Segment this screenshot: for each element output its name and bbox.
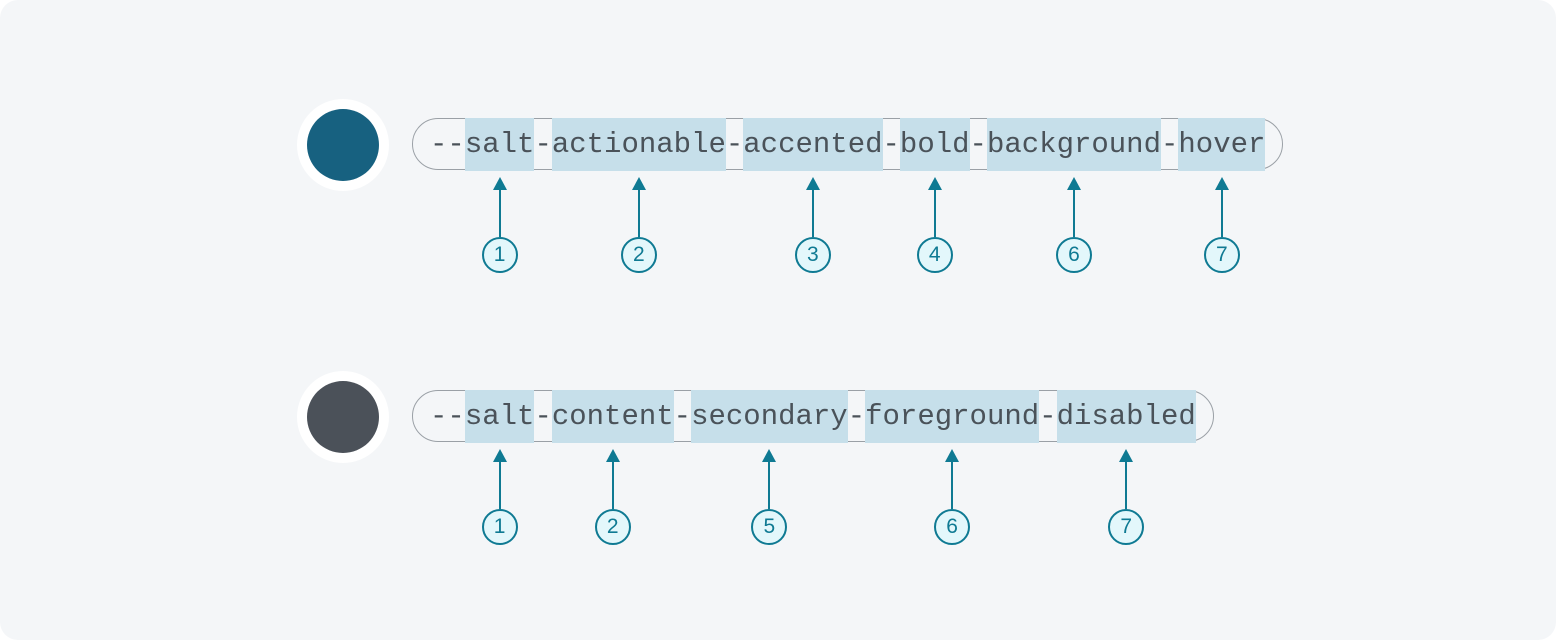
arrow-up-icon bbox=[492, 449, 507, 462]
token-marker-badge-3: 3 bbox=[794, 237, 831, 273]
token-segment-accented: accented bbox=[743, 117, 883, 171]
token-marker-badge-2: 2 bbox=[620, 237, 657, 273]
color-swatch-2 bbox=[307, 381, 379, 453]
token-segment-salt: salt bbox=[464, 389, 535, 443]
token-separator: - bbox=[534, 399, 552, 433]
token-separator: - bbox=[1160, 127, 1179, 161]
arrow-shaft bbox=[498, 458, 501, 509]
token-segment-content: content bbox=[551, 389, 674, 443]
token-marker-badge-7: 7 bbox=[1108, 509, 1145, 545]
arrow-up-icon bbox=[1119, 449, 1134, 462]
color-swatch-ring-1 bbox=[297, 99, 389, 191]
token-separator: -- bbox=[430, 399, 465, 433]
token-segment-hover: hover bbox=[1178, 117, 1266, 171]
token-marker-badge-6: 6 bbox=[1055, 237, 1092, 273]
token-segment-background: background bbox=[986, 117, 1161, 171]
arrow-up-icon bbox=[945, 449, 960, 462]
token-separator: - bbox=[725, 127, 744, 161]
arrow-shaft bbox=[637, 186, 640, 237]
token-separator: - bbox=[882, 127, 900, 161]
arrow-up-icon bbox=[927, 177, 942, 190]
token-separator: - bbox=[1039, 399, 1057, 433]
token-marker-badge-4: 4 bbox=[916, 237, 953, 273]
arrow-shaft bbox=[768, 458, 771, 509]
token-marker-badge-6: 6 bbox=[934, 509, 971, 545]
color-swatch-1 bbox=[307, 109, 379, 181]
arrow-shaft bbox=[611, 458, 614, 509]
arrow-up-icon bbox=[1214, 177, 1229, 190]
token-separator: - bbox=[847, 399, 866, 433]
arrow-shaft bbox=[1125, 458, 1128, 509]
arrow-up-icon bbox=[1066, 177, 1081, 190]
arrow-up-icon bbox=[762, 449, 777, 462]
token-text-2: --salt-content-secondary-foreground-disa… bbox=[412, 389, 1196, 443]
arrow-shaft bbox=[498, 186, 501, 237]
token-separator: - bbox=[969, 127, 987, 161]
token-segment-foreground: foreground bbox=[865, 389, 1040, 443]
token-segment-salt: salt bbox=[464, 117, 535, 171]
token-segment-disabled: disabled bbox=[1056, 389, 1196, 443]
arrow-shaft bbox=[1072, 186, 1075, 237]
token-marker-badge-1: 1 bbox=[481, 509, 518, 545]
token-separator: - bbox=[673, 399, 692, 433]
arrow-up-icon bbox=[605, 449, 620, 462]
arrow-shaft bbox=[1220, 186, 1223, 237]
token-separator: -- bbox=[430, 127, 465, 161]
token-text-1: --salt-actionable-accented-bold-backgrou… bbox=[412, 117, 1266, 171]
color-swatch-ring-2 bbox=[297, 371, 389, 463]
arrow-shaft bbox=[933, 186, 936, 237]
token-segment-actionable: actionable bbox=[551, 117, 726, 171]
arrow-up-icon bbox=[492, 177, 507, 190]
arrow-shaft bbox=[811, 186, 814, 237]
token-segment-secondary: secondary bbox=[691, 389, 848, 443]
arrow-shaft bbox=[951, 458, 954, 509]
token-segment-bold: bold bbox=[899, 117, 970, 171]
arrow-up-icon bbox=[805, 177, 820, 190]
token-marker-badge-5: 5 bbox=[751, 509, 788, 545]
token-marker-badge-2: 2 bbox=[594, 509, 631, 545]
token-marker-badge-1: 1 bbox=[481, 237, 518, 273]
arrow-up-icon bbox=[631, 177, 646, 190]
token-separator: - bbox=[534, 127, 552, 161]
token-marker-badge-7: 7 bbox=[1203, 237, 1240, 273]
